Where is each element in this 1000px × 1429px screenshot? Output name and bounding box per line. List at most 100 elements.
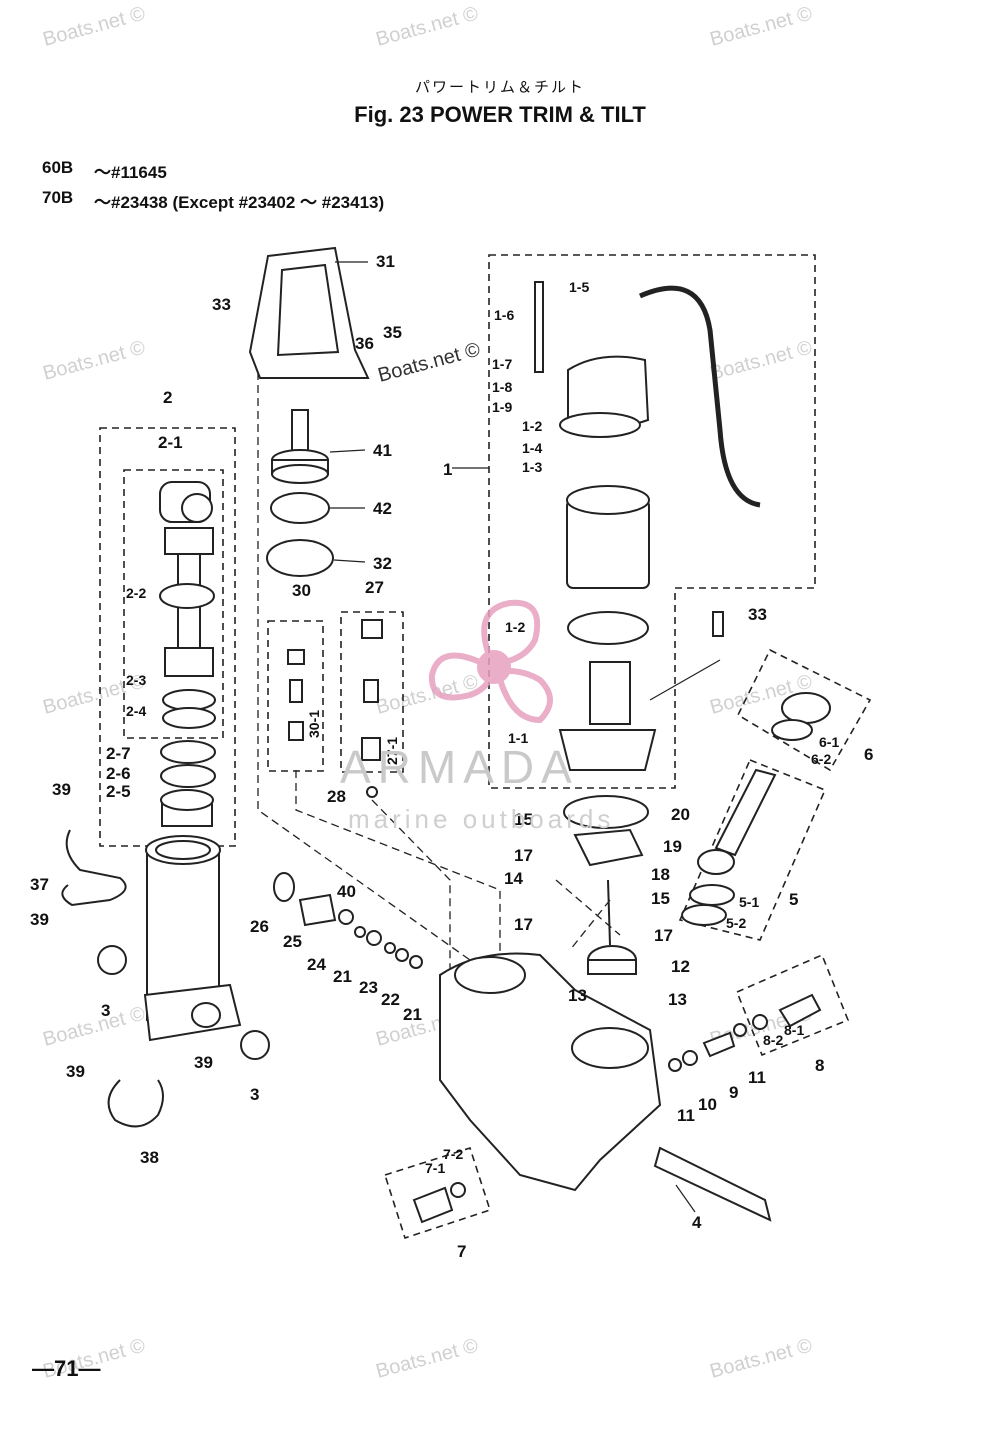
o-ring-24	[354, 926, 366, 938]
o-ring-1-2	[567, 611, 649, 645]
label-14: 14	[504, 869, 523, 888]
seat-21	[366, 930, 382, 946]
watermark-text: Boats.net ©	[708, 2, 815, 50]
ring-10	[682, 1050, 698, 1066]
watermark-text: Boats.net ©	[374, 1334, 481, 1382]
label-1-2: 1-2	[522, 418, 542, 434]
label-11: 11	[748, 1068, 766, 1087]
o-ring-32	[266, 539, 334, 577]
label-18: 18	[651, 865, 670, 884]
label-15b: 15	[651, 889, 670, 908]
parts	[61, 246, 831, 1224]
label-7-2: 7-2	[443, 1146, 463, 1162]
watermark-text-dark: Boats.net ©	[376, 338, 483, 386]
valve-7	[412, 1186, 454, 1224]
label-2-4: 2-4	[126, 703, 146, 719]
label-38: 38	[140, 1148, 159, 1167]
label-2-1: 2-1	[158, 433, 183, 452]
label-17c: 17	[654, 926, 673, 945]
label-8-1: 8-1	[784, 1022, 804, 1038]
label-3b: 3	[250, 1085, 259, 1104]
label-1-5: 1-5	[569, 279, 589, 295]
label-25: 25	[283, 932, 302, 951]
valve-8	[778, 993, 822, 1028]
label-11b: 11	[677, 1106, 695, 1125]
model-70b-range: ～#23438 (Except #23402 ～ #23413)	[94, 193, 385, 212]
label-6: 6	[864, 745, 873, 764]
pipe-38	[107, 1079, 164, 1128]
o-ring-40	[338, 909, 354, 925]
o-ring-42	[270, 492, 330, 524]
label-33: 33	[212, 295, 231, 314]
label-33b: 33	[748, 605, 767, 624]
bolt-1-6	[534, 281, 544, 373]
spring-22	[395, 948, 409, 962]
label-15: 15	[514, 810, 533, 829]
watermark-text: Boats.net ©	[41, 1002, 148, 1050]
clip-26	[273, 872, 295, 902]
label-1-1: 1-1	[508, 730, 528, 746]
label-17b: 17	[514, 915, 533, 934]
page-number: —71—	[32, 1356, 101, 1381]
label-6-2: 6-2	[811, 751, 831, 767]
label-8-2: 8-2	[763, 1032, 783, 1048]
label-17: 17	[514, 846, 533, 865]
label-21b: 21	[403, 1005, 422, 1024]
label-1-2b: 1-2	[505, 619, 525, 635]
label-5-1: 5-1	[739, 894, 759, 910]
label-2-2: 2-2	[126, 585, 146, 601]
armada-subtitle-watermark: marine outboards	[348, 804, 615, 834]
label-27: 27	[365, 578, 384, 597]
watermark-text: Boats.net ©	[374, 2, 481, 50]
armada-brand-watermark: ARMADA	[340, 741, 579, 793]
label-1-4: 1-4	[522, 440, 542, 456]
ball-23	[384, 942, 396, 954]
watermark-text: Boats.net ©	[708, 1334, 815, 1382]
figure-title: Fig. 23 POWER TRIM & TILT	[354, 102, 646, 127]
o-ring-20	[563, 795, 649, 829]
cap-6	[781, 692, 831, 724]
label-2-6: 2-6	[106, 764, 131, 783]
valve-25	[298, 893, 337, 927]
label-5-2: 5-2	[726, 915, 746, 931]
label-3: 3	[101, 1001, 110, 1020]
label-2-7: 2-7	[106, 744, 131, 763]
label-37: 37	[30, 875, 49, 894]
label-1-8: 1-8	[492, 379, 512, 395]
pipe-37	[61, 829, 127, 907]
label-1-7: 1-7	[492, 356, 512, 372]
seat-21b	[409, 955, 423, 969]
label-42: 42	[373, 499, 392, 518]
label-1: 1	[443, 460, 452, 479]
label-39b: 39	[30, 910, 49, 929]
label-1-9: 1-9	[492, 399, 512, 415]
armada-logo-icon	[428, 599, 553, 724]
label-2-3: 2-3	[126, 672, 146, 688]
label-1-3: 1-3	[522, 459, 542, 475]
valve-9	[702, 1031, 736, 1058]
label-26: 26	[250, 917, 269, 936]
label-22: 22	[381, 990, 400, 1009]
label-36: 36	[355, 334, 374, 353]
label-1-6: 1-6	[494, 307, 514, 323]
group-box-8	[735, 953, 850, 1057]
watermark-text: Boats.net ©	[41, 336, 148, 384]
model-60b-range: ～#11645	[94, 163, 167, 182]
group-box-6	[736, 648, 872, 772]
label-27-1: 27-1	[384, 737, 400, 765]
label-8: 8	[815, 1056, 824, 1075]
filter-19	[573, 828, 644, 867]
watermark-text: Boats.net ©	[41, 2, 148, 50]
title-japanese: パワートリム＆チルト	[414, 78, 585, 96]
group-box-1	[488, 254, 816, 789]
model-60b: 60B	[42, 158, 74, 177]
label-30: 30	[292, 581, 311, 600]
rod-5	[714, 768, 777, 857]
label-21: 21	[333, 967, 352, 986]
label-5: 5	[789, 890, 798, 909]
label-40: 40	[337, 882, 356, 901]
label-35: 35	[383, 323, 402, 342]
watermark-text: Boats.net ©	[708, 336, 815, 384]
label-39: 39	[52, 780, 71, 799]
